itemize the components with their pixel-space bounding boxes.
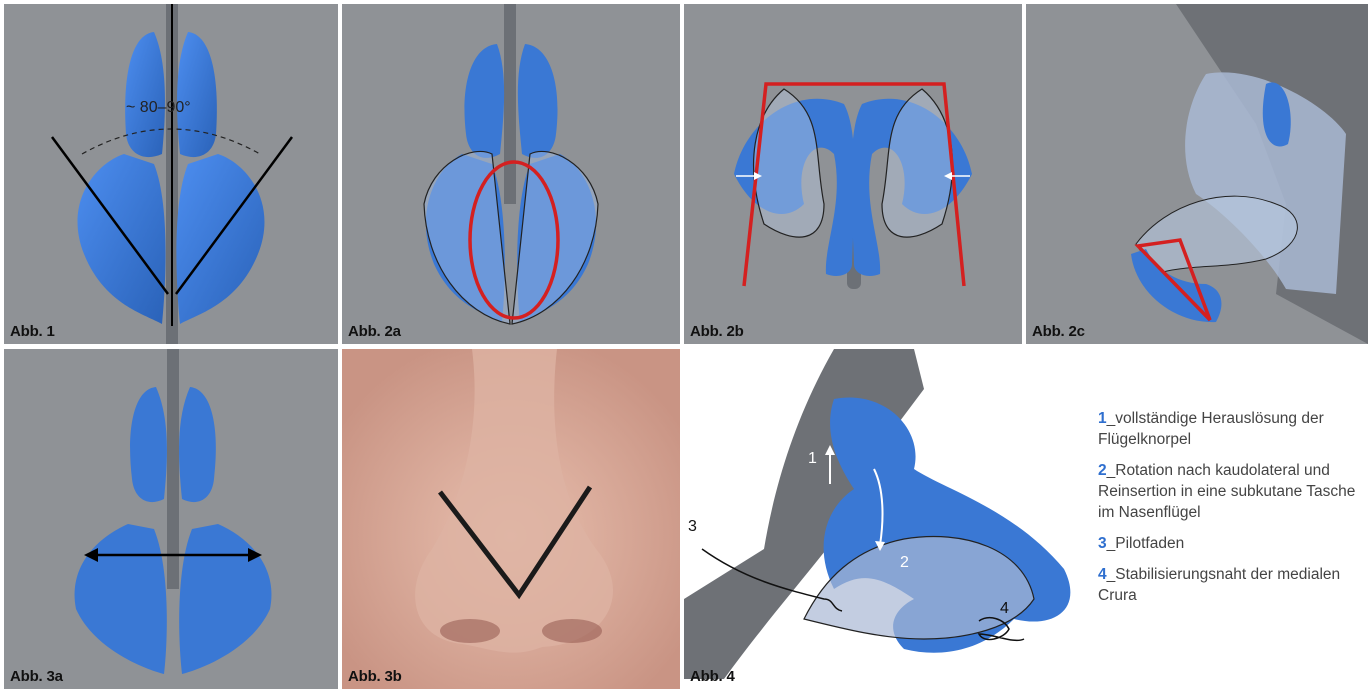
label-1: 1 bbox=[808, 450, 817, 467]
legend-item-1: 1_vollständige Herauslösung der Flügelkn… bbox=[1098, 408, 1368, 450]
legend-text: _Stabilisierungsnaht der medialen Crura bbox=[1098, 566, 1340, 604]
label-2: 2 bbox=[900, 554, 909, 571]
caption-abb-2c: Abb. 2c bbox=[1032, 323, 1085, 340]
legend-item-3: 3_Pilotfaden bbox=[1098, 533, 1368, 554]
legend-item-4: 4_Stabilisierungsnaht der medialen Crura bbox=[1098, 564, 1368, 606]
panel-abb-2c: Abb. 2c bbox=[1026, 4, 1368, 344]
legend-number: 1 bbox=[1098, 410, 1107, 427]
panel-abb-2a: Abb. 2a bbox=[342, 4, 680, 344]
caption-abb-2b: Abb. 2b bbox=[690, 323, 744, 340]
caption-abb-3b: Abb. 3b bbox=[348, 668, 402, 685]
cartilage-illustration-2b bbox=[684, 4, 1022, 344]
label-3: 3 bbox=[688, 518, 697, 535]
caption-abb-2a: Abb. 2a bbox=[348, 323, 401, 340]
panel-abb-3b: Abb. 3b bbox=[342, 349, 680, 689]
panel-abb-4: 1 2 3 4 Abb. 4 bbox=[684, 349, 1092, 689]
cartilage-illustration-3a bbox=[4, 349, 338, 689]
caption-abb-3a: Abb. 3a bbox=[10, 668, 63, 685]
legend: 1_vollständige Herauslösung der Flügelkn… bbox=[1098, 408, 1368, 616]
angle-label: ~ 80–90° bbox=[126, 99, 191, 116]
cartilage-illustration-2c bbox=[1026, 4, 1368, 344]
panel-abb-3a: Abb. 3a bbox=[4, 349, 338, 689]
cartilage-illustration-2a bbox=[342, 4, 680, 344]
panel-abb-1: ~ 80–90° Abb. 1 bbox=[4, 4, 338, 344]
nose-photo-illustration bbox=[342, 349, 680, 689]
cartilage-illustration-1: ~ 80–90° bbox=[4, 4, 338, 344]
legend-number: 3 bbox=[1098, 535, 1107, 552]
panel-abb-2b: Abb. 2b bbox=[684, 4, 1022, 344]
legend-number: 4 bbox=[1098, 566, 1107, 583]
cartilage-illustration-4: 1 2 3 4 bbox=[684, 349, 1092, 689]
label-4: 4 bbox=[1000, 600, 1009, 617]
legend-item-2: 2_Rotation nach kaudolateral und Reinser… bbox=[1098, 460, 1368, 523]
caption-abb-4: Abb. 4 bbox=[690, 668, 735, 685]
legend-text: _vollständige Herauslösung der Flügelkno… bbox=[1098, 410, 1324, 448]
legend-number: 2 bbox=[1098, 462, 1107, 479]
legend-text: _Pilotfaden bbox=[1107, 535, 1185, 552]
caption-abb-1: Abb. 1 bbox=[10, 323, 55, 340]
legend-text: _Rotation nach kaudolateral und Reinsert… bbox=[1098, 462, 1355, 521]
